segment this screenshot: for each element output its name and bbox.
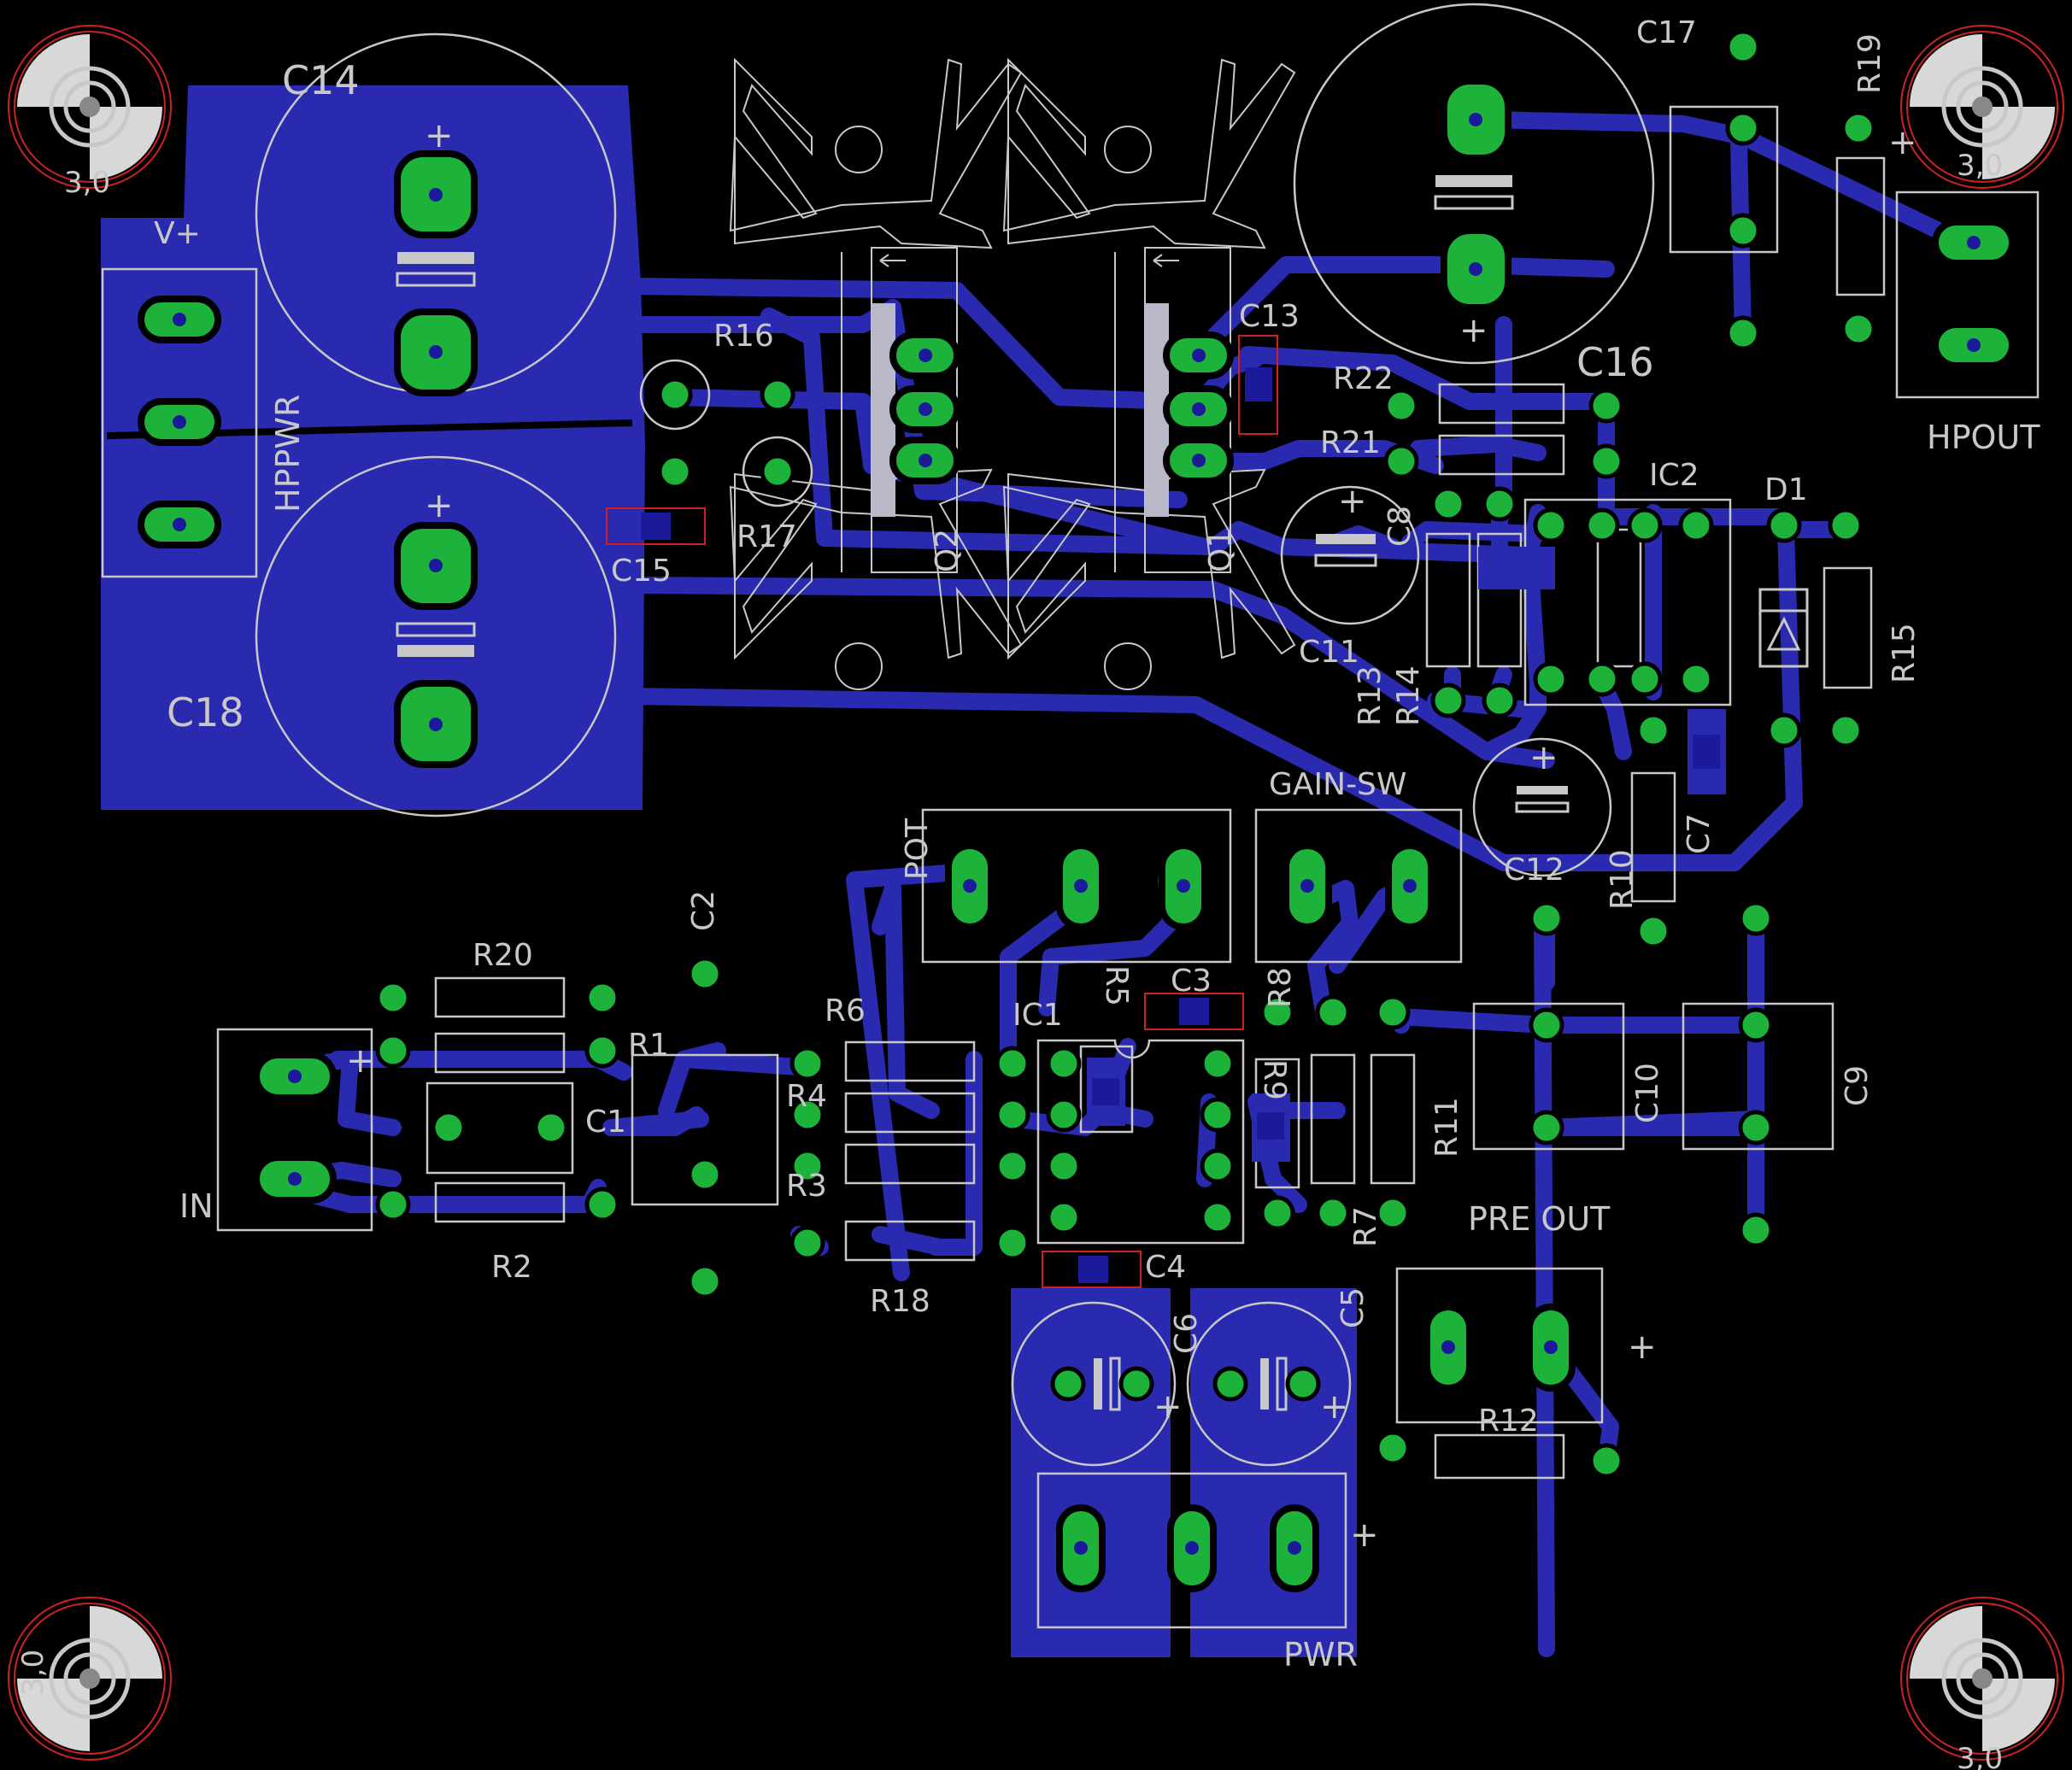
- component-labels: C14 C18 V+ HPPWR R16 R17 C15 Q2 Q1 C13 R…: [154, 15, 2040, 1673]
- label-hppwr: HPPWR: [269, 395, 307, 513]
- label-c9: C9: [1840, 1065, 1875, 1106]
- plus-preout: +: [1628, 1328, 1657, 1367]
- plus-r19: +: [1888, 123, 1917, 162]
- label-vplus: V+: [154, 216, 201, 251]
- label-r7: R7: [1348, 1206, 1383, 1247]
- label-r16: R16: [713, 319, 774, 354]
- label-r19: R19: [1852, 33, 1887, 94]
- mount-labels: 3,0 3,0 3,0 3,0: [16, 149, 2003, 1770]
- cap-symbols: [396, 175, 1570, 1411]
- label-r2: R2: [491, 1250, 532, 1285]
- label-d1: D1: [1764, 472, 1808, 507]
- label-q2: Q2: [930, 529, 965, 572]
- label-c11: C11: [1299, 635, 1359, 670]
- label-r8: R8: [1263, 967, 1298, 1008]
- label-r14: R14: [1391, 665, 1426, 726]
- label-c1: C1: [585, 1105, 626, 1140]
- label-gain-sw: GAIN-SW: [1269, 767, 1407, 802]
- label-r5: R5: [1099, 965, 1134, 1006]
- label-q1: Q1: [1203, 529, 1238, 572]
- label-c13: C13: [1239, 299, 1300, 334]
- label-r3: R3: [786, 1169, 827, 1204]
- label-r21: R21: [1320, 425, 1381, 460]
- label-c7: C7: [1682, 813, 1717, 854]
- label-in: IN: [179, 1187, 214, 1225]
- label-c18: C18: [167, 689, 244, 736]
- plus-in: +: [346, 1041, 375, 1081]
- small-pads: [375, 29, 1876, 1479]
- plus-pwr: +: [1350, 1515, 1379, 1555]
- label-c12: C12: [1504, 853, 1564, 888]
- plus-c5: +: [1320, 1387, 1349, 1427]
- label-pwr: PWR: [1283, 1636, 1358, 1673]
- mount-label-bl: 3,0: [16, 1650, 50, 1696]
- label-r1: R1: [628, 1028, 669, 1063]
- label-c6: C6: [1169, 1313, 1204, 1354]
- label-pre-out: PRE OUT: [1468, 1200, 1611, 1238]
- label-c4: C4: [1145, 1250, 1186, 1285]
- label-r13: R13: [1353, 665, 1388, 726]
- plus-c16: +: [1459, 311, 1488, 350]
- polarity-marks: + + + + + + + + + + +: [346, 116, 1917, 1555]
- label-ic2: IC2: [1649, 458, 1699, 493]
- plus-c18: +: [425, 486, 454, 525]
- mount-label-tr: 3,0: [1957, 149, 2003, 183]
- label-r10: R10: [1605, 849, 1640, 910]
- label-c2: C2: [686, 890, 721, 931]
- plus-c11: +: [1338, 482, 1367, 521]
- label-pot: POT: [900, 818, 935, 880]
- label-ic1: IC1: [1013, 998, 1063, 1033]
- label-c14: C14: [282, 57, 360, 103]
- label-r15: R15: [1887, 623, 1922, 683]
- plus-c6: +: [1153, 1387, 1183, 1427]
- drill-holes: [173, 113, 1981, 1555]
- label-r18: R18: [870, 1284, 930, 1319]
- label-r9: R9: [1257, 1059, 1292, 1100]
- diode-d1: [1758, 588, 1809, 668]
- label-c5: C5: [1335, 1287, 1371, 1328]
- heatsinks: [729, 57, 1296, 690]
- mounting-holes: [8, 25, 2064, 1761]
- label-c3: C3: [1171, 964, 1212, 999]
- label-c16: C16: [1576, 339, 1654, 385]
- label-c10: C10: [1630, 1063, 1665, 1123]
- label-r20: R20: [473, 938, 533, 973]
- plus-c12: +: [1529, 738, 1558, 777]
- smd-parts: [606, 335, 1726, 1288]
- label-r12: R12: [1478, 1404, 1539, 1439]
- label-r22: R22: [1333, 361, 1394, 396]
- label-c17: C17: [1636, 15, 1697, 50]
- label-hpout: HPOUT: [1927, 419, 2040, 456]
- mount-label-br: 3,0: [1957, 1742, 2003, 1770]
- mount-label-tl: 3,0: [64, 166, 110, 200]
- label-r6: R6: [825, 993, 866, 1029]
- silk-outlines: [101, 3, 2040, 1629]
- plus-c14: +: [425, 116, 454, 155]
- label-c8: C8: [1382, 506, 1418, 547]
- label-c15: C15: [611, 554, 672, 589]
- label-r11: R11: [1429, 1097, 1464, 1158]
- label-r17: R17: [737, 519, 797, 554]
- label-r4: R4: [786, 1079, 827, 1114]
